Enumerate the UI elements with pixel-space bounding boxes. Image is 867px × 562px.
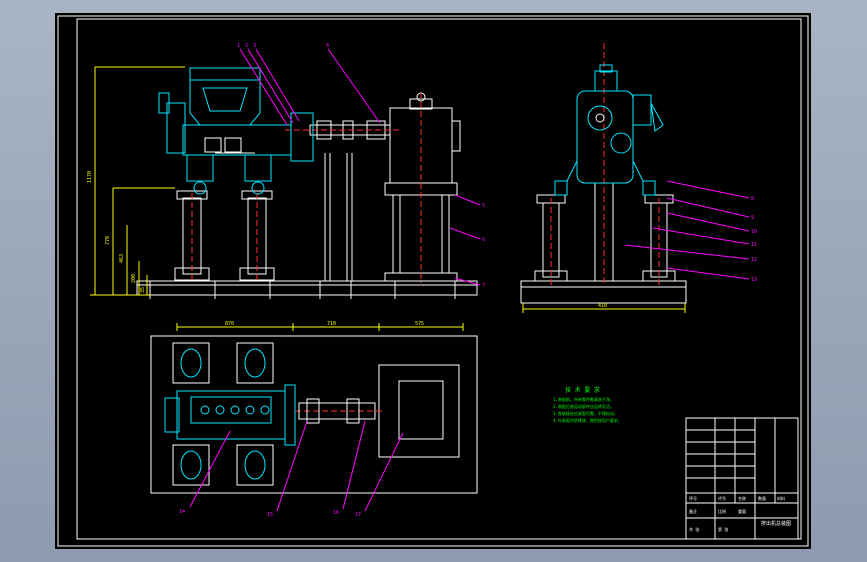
callout-9: 9	[751, 215, 754, 221]
notes-line-3: 3.各联接处应紧固可靠，不得松动。	[553, 410, 618, 416]
callout-16: 16	[333, 510, 339, 516]
inner-frame	[76, 18, 802, 540]
end-view: 410 8 9 10 11 12 13	[520, 43, 757, 313]
assembly-drawing: 1170 770 463 200 35 1 2 3 4 5 6 7	[57, 15, 809, 547]
tb-cell-1: 序号	[689, 495, 697, 501]
dim-upper-height: 770	[105, 236, 111, 245]
tb-cell-6: 备注	[689, 508, 697, 514]
end-dimension	[522, 303, 686, 313]
front-gearbox	[384, 92, 461, 283]
outer-frame	[57, 15, 809, 547]
plan-base	[150, 335, 478, 494]
end-extruder	[554, 64, 664, 196]
plan-view: 870 710 575 14 15 16 17	[150, 321, 478, 518]
front-foot-bolts	[149, 281, 456, 299]
callout-15: 15	[267, 512, 273, 518]
front-dimensions	[90, 66, 185, 296]
front-shaft	[285, 120, 400, 140]
dim-mid-height: 463	[119, 254, 125, 263]
plan-extruder	[164, 348, 296, 480]
callout-3: 3	[253, 43, 256, 49]
dim-low-height: 200	[131, 274, 137, 283]
callout-17: 17	[355, 512, 361, 518]
dim-plan-b: 710	[327, 321, 336, 327]
notes-line-1: 1.装配前，所有零件需清洗干净。	[553, 396, 614, 402]
plan-leaders	[189, 420, 404, 512]
tb-cell-3: 名称	[738, 495, 746, 501]
front-extruder	[158, 67, 314, 195]
callout-14: 14	[179, 509, 185, 515]
plan-dimensions	[176, 323, 464, 331]
dim-plan-c: 575	[415, 321, 424, 327]
dim-total-height: 1170	[87, 171, 93, 183]
end-leaders	[624, 180, 750, 280]
end-base	[520, 280, 687, 304]
callout-8: 8	[751, 196, 754, 202]
front-leg-mid	[239, 190, 275, 283]
tb-cell-10: 第 张	[718, 526, 728, 532]
dim-end-width: 410	[598, 303, 607, 309]
callout-1: 1	[237, 43, 240, 49]
tb-drawing-name: 挤出机总装图	[761, 520, 791, 527]
technical-notes: 技 术 要 求 1.装配前，所有零件需清洗干净。 2.装配后各运动部件应运转灵活…	[553, 386, 622, 423]
cad-viewport[interactable]: 1170 770 463 200 35 1 2 3 4 5 6 7	[55, 13, 811, 549]
front-leaders	[239, 48, 481, 286]
callout-12: 12	[751, 257, 757, 263]
callout-7: 7	[482, 283, 485, 289]
tb-cell-8: 重量	[738, 508, 746, 514]
callout-13: 13	[751, 277, 757, 283]
front-view: 1170 770 463 200 35 1 2 3 4 5 6 7	[87, 43, 485, 299]
notes-line-4: 4.外表面涂防锈漆，颜色按用户要求。	[553, 417, 622, 423]
tb-cell-7: 比例	[718, 508, 726, 514]
callout-5: 5	[482, 203, 485, 209]
tb-cell-5: 材料	[777, 495, 785, 501]
front-base	[136, 280, 478, 296]
callout-10: 10	[751, 229, 757, 235]
callout-11: 11	[751, 242, 757, 248]
dim-plan-a: 870	[225, 321, 234, 327]
dim-base-height: 35	[140, 287, 146, 293]
front-leg-left	[174, 190, 210, 283]
callout-4: 4	[326, 43, 329, 49]
notes-line-2: 2.装配后各运动部件应运转灵活。	[553, 403, 614, 409]
callout-6: 6	[482, 237, 485, 243]
tb-cell-9: 共 张	[689, 526, 699, 532]
notes-heading: 技 术 要 求	[565, 386, 600, 394]
tb-cell-2: 代号	[718, 495, 726, 501]
callout-2: 2	[245, 43, 248, 49]
tb-cell-4: 数量	[758, 495, 766, 501]
title-block	[685, 417, 799, 540]
